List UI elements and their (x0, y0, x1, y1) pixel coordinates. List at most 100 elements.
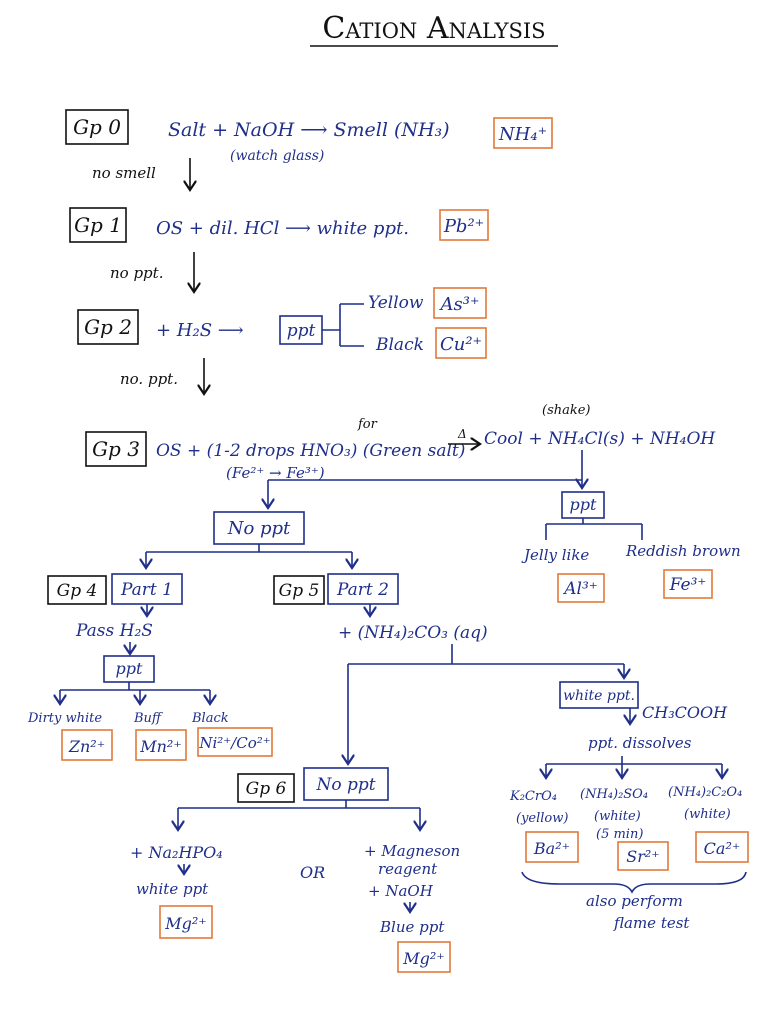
gp0-reaction: Salt + NaOH ⟶ Smell (NH₃) (168, 119, 450, 141)
group-3-label: Gp 3 (92, 437, 140, 461)
gp5-white-ppt-box (559, 681, 639, 709)
gp6-left-result: white ppt (136, 880, 209, 898)
group-3-box (85, 431, 147, 467)
ion-box-mg-1 (159, 905, 213, 939)
gp2-branch (322, 303, 364, 347)
gp5-reagent-3: (NH₄)₂C₂O₄ (668, 785, 742, 800)
gp1-next-note: no ppt. (110, 264, 163, 282)
gp6-right-line-2: reagent (378, 860, 438, 878)
ion-mn: Mn²⁺ (139, 737, 182, 756)
gp6-right-line-1: + Magneson (364, 842, 460, 860)
gp4-black-label: Black (191, 711, 229, 726)
ion-box-nh4 (493, 117, 553, 149)
gp5-part-label: Part 2 (336, 580, 389, 600)
ion-mg-2: Mg²⁺ (402, 949, 444, 968)
ion-al: Al³⁺ (562, 579, 598, 599)
gp4-dirty-white-label: Dirty white (27, 711, 102, 726)
group-5-box (273, 575, 325, 605)
gp6-left-reagent: + Na₂HPO₄ (130, 843, 223, 862)
gp2-reagent: + H₂S ⟶ (156, 320, 244, 341)
ion-mg-1: Mg²⁺ (164, 914, 206, 933)
gp4-buff-label: Buff (133, 711, 164, 726)
group-4-box (47, 575, 107, 605)
ion-ca: Ca²⁺ (704, 839, 741, 858)
group-6-box (237, 773, 295, 803)
gp3-ppt-branch (545, 518, 643, 540)
group-1-label: Gp 1 (74, 213, 122, 237)
gp5-reagent-3-color: (white) (684, 807, 731, 822)
gp5-branch (348, 644, 624, 665)
gp4-ppt-label: ppt (116, 659, 143, 678)
group-6-label: Gp 6 (246, 779, 287, 799)
gp6-right-line-3: + NaOH (368, 882, 434, 900)
group-0-label: Gp 0 (73, 115, 121, 139)
ion-sr: Sr²⁺ (626, 847, 659, 866)
group-2-box (77, 309, 139, 345)
gp3-shake-note: (shake) (542, 403, 591, 418)
gp6-no-ppt-label: No ppt (315, 775, 375, 795)
gp3-conversion: (Fe²⁺ → Fe³⁺) (226, 464, 325, 482)
gp2-yellow-label: Yellow (368, 293, 424, 313)
ion-box-ba (525, 831, 579, 863)
gp5-dissolve-branch (546, 756, 722, 765)
ion-box-zn (61, 729, 113, 761)
ion-ni-co: Ni²⁺/Co²⁺ (198, 734, 270, 752)
gp2-black-label: Black (375, 335, 424, 355)
gp3-reddish-label: Reddish brown (625, 542, 741, 560)
ion-pb: Pb²⁺ (443, 216, 484, 237)
group-4-label: Gp 4 (57, 581, 98, 601)
group-5-label: Gp 5 (279, 581, 320, 601)
ion-ba: Ba²⁺ (533, 839, 570, 858)
gp5-reagent: + (NH₄)₂CO₃ (aq) (338, 623, 488, 643)
ion-box-pb (439, 209, 489, 241)
ion-box-mn (135, 729, 187, 761)
group-0-box (65, 109, 129, 145)
ion-zn: Zn²⁺ (68, 737, 105, 756)
ion-box-cu (435, 327, 487, 359)
gp6-or: OR (300, 863, 325, 882)
gp6-branch (178, 800, 420, 809)
ion-fe: Fe³⁺ (669, 575, 707, 595)
gp0-note: (watch glass) (230, 148, 324, 164)
no-ppt-split (146, 544, 352, 553)
gp0-next-note: no smell (92, 164, 156, 182)
gp2-ppt-label: ppt (287, 321, 316, 341)
gp2-next-note: no. ppt. (120, 370, 178, 388)
gp5-reagent-1: K₂CrO₄ (509, 789, 557, 804)
gp5-acid: CH₃COOH (642, 703, 728, 722)
group-1-box (69, 207, 127, 243)
gp3-no-ppt-label: No ppt (227, 518, 291, 539)
gp5-dissolves: ppt. dissolves (588, 734, 692, 752)
gp5-reagent-2-color: (white) (594, 809, 641, 824)
gp5-flame-line-1: also perform (586, 892, 683, 910)
gp4-part-label: Part 1 (120, 580, 173, 600)
gp5-part-box (327, 573, 399, 605)
ion-box-nico (197, 727, 273, 757)
page-title: Cation Analysis (322, 11, 545, 46)
gp5-white-ppt-label: white ppt. (563, 688, 635, 704)
gp4-reagent: Pass H₂S (75, 621, 153, 641)
gp3-ppt-label: ppt (570, 495, 597, 514)
ion-box-sr (617, 841, 669, 871)
gp5-brace (521, 871, 747, 894)
ion-box-fe (663, 569, 713, 599)
ion-as: As³⁺ (439, 294, 480, 315)
ion-nh4: NH₄⁺ (498, 124, 547, 145)
gp6-right-result: Blue ppt (379, 918, 445, 936)
gp3-branch (268, 450, 583, 481)
ion-box-as (433, 287, 487, 319)
ion-box-mg-2 (397, 941, 451, 973)
gp3-jelly-label: Jelly like (521, 546, 589, 564)
gp3-for-note: for (357, 417, 378, 432)
gp4-ppt-branch (60, 682, 210, 691)
gp5-reagent-2-time: (5 min) (596, 827, 643, 842)
gp5-reagent-1-color: (yellow) (516, 811, 568, 826)
ion-box-al (557, 573, 605, 603)
gp5-reagent-2: (NH₄)₂SO₄ (580, 787, 648, 802)
gp1-reaction: OS + dil. HCl ⟶ white ppt. (156, 218, 409, 239)
ion-cu: Cu²⁺ (440, 334, 482, 355)
group-2-label: Gp 2 (84, 315, 132, 339)
gp3-reaction: OS + (1-2 drops HNO₃) (Green salt) (156, 441, 465, 461)
ion-box-ca (695, 831, 749, 863)
